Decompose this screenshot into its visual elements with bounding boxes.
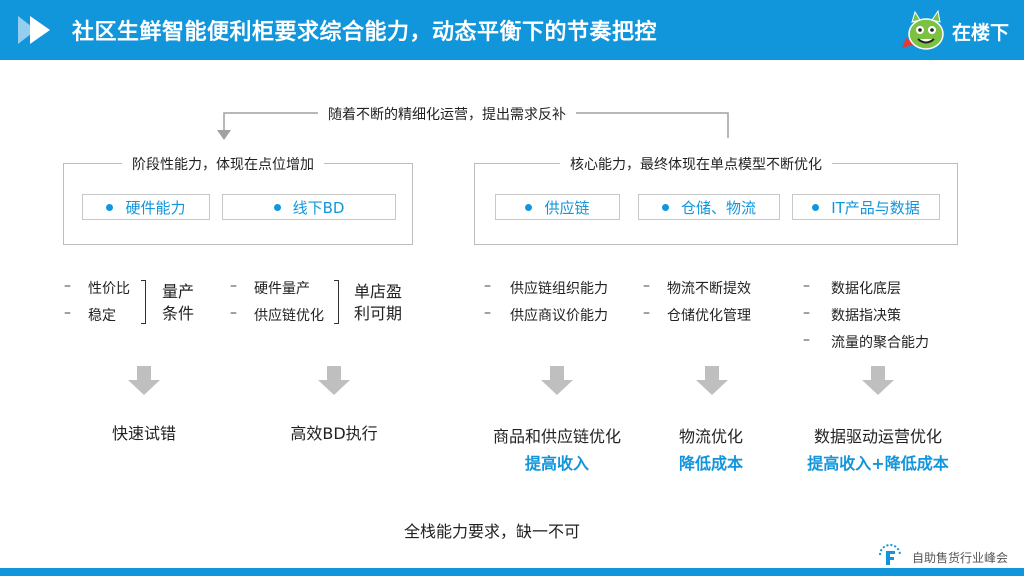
dash-mark: – — [803, 278, 810, 294]
dash-mark: – — [230, 305, 237, 321]
arrow-down-icon — [128, 366, 160, 395]
play-icon — [18, 16, 50, 44]
footer-text: 自助售货行业峰会 — [912, 551, 1009, 565]
footer-bar — [0, 568, 1024, 576]
result-label: 商品和供应链优化 — [492, 427, 621, 446]
result-sub-label: 提高收入+降低成本 — [807, 454, 949, 473]
header-bar — [0, 0, 1024, 60]
logo-text: 在楼下 — [952, 22, 1010, 44]
result-label: 数据驱动运营优化 — [813, 427, 942, 446]
arrow-down-icon — [696, 366, 728, 395]
loop-label: 随着不断的精细化运营，提出需求反补 — [318, 104, 576, 124]
pill-hardware: 硬件能力 — [82, 194, 210, 220]
pill-supply-chain: 供应链 — [495, 194, 620, 220]
left-box-label: 阶段性能力，体现在点位增加 — [122, 154, 324, 174]
result-sub-label: 提高收入 — [524, 454, 589, 473]
page-title: 社区生鲜智能便利柜要求综合能力，动态平衡下的节奏把控 — [72, 20, 658, 45]
pill-offline-bd: 线下BD — [222, 194, 396, 220]
list-item: 性价比 — [88, 281, 130, 297]
bottom-note: 全栈能力要求，缺一不可 — [403, 522, 580, 541]
pill-it-data: IT产品与数据 — [792, 194, 940, 220]
result-label: 快速试错 — [111, 424, 176, 443]
bracket — [334, 280, 339, 324]
bullet-dot — [812, 203, 820, 211]
list-item: 供应链优化 — [254, 308, 324, 324]
dash-mark: – — [803, 305, 810, 321]
pill-warehouse-logistics: 仓储、物流 — [638, 194, 780, 220]
arrow-down-icon — [541, 366, 573, 395]
bracket-label: 条件 — [162, 304, 195, 323]
arrow-down-icon — [318, 366, 350, 395]
bracket-label: 量产 — [162, 282, 195, 301]
list-item: 稳定 — [88, 308, 116, 324]
list-item: 流量的聚合能力 — [831, 335, 929, 351]
result-label: 物流优化 — [678, 427, 743, 446]
summit-logo-icon — [879, 544, 901, 565]
dash-mark: – — [484, 305, 491, 321]
bullet-dot — [661, 203, 669, 211]
dash-mark: – — [64, 278, 71, 294]
list-item: 供应商议价能力 — [510, 308, 608, 324]
dash-mark: – — [803, 332, 810, 348]
list-item: 硬件量产 — [254, 281, 310, 297]
dash-mark: – — [643, 305, 650, 321]
bracket — [141, 280, 146, 324]
bullet-dot — [273, 203, 281, 211]
list-item: 数据指决策 — [831, 308, 901, 324]
list-item: 供应链组织能力 — [510, 281, 608, 297]
dash-mark: – — [484, 278, 491, 294]
bracket-label: 利可期 — [354, 304, 403, 323]
mascot-logo-icon — [902, 9, 944, 50]
dash-mark: – — [230, 278, 237, 294]
right-box-label: 核心能力，最终体现在单点模型不断优化 — [560, 154, 832, 174]
arrow-down-icon — [862, 366, 894, 395]
list-item: 数据化底层 — [831, 281, 901, 297]
result-sub-label: 降低成本 — [678, 454, 743, 473]
list-item: 仓储优化管理 — [667, 308, 751, 324]
list-item: 物流不断提效 — [667, 281, 751, 297]
bullet-dot — [525, 203, 533, 211]
result-label: 高效BD执行 — [290, 424, 378, 443]
dash-mark: – — [643, 278, 650, 294]
bullet-dot — [106, 203, 114, 211]
dash-mark: – — [64, 305, 71, 321]
bracket-label: 单店盈 — [354, 282, 403, 301]
